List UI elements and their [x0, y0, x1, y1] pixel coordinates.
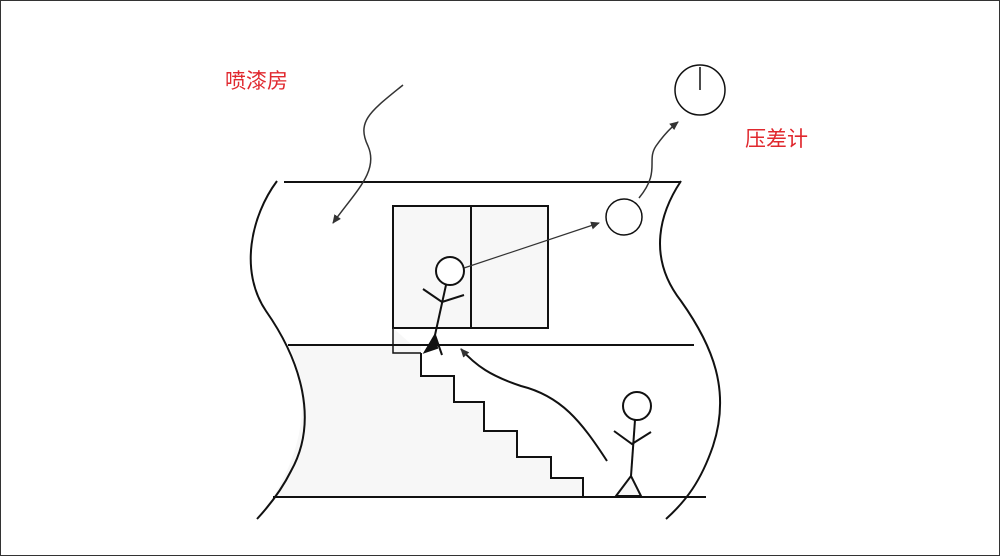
sensor-link-arrow	[463, 221, 600, 269]
lower-floor-fill	[273, 345, 583, 497]
window-sill	[392, 328, 421, 354]
person-on-ground	[613, 391, 652, 497]
pressure-gauge-label: 压差计	[745, 127, 808, 151]
person-in-booth	[422, 256, 465, 356]
right-wall	[659, 180, 722, 520]
staircase	[420, 353, 584, 497]
spray-room-arrow	[332, 84, 404, 224]
climb-arrow	[460, 348, 608, 462]
left-wall	[249, 180, 306, 520]
pressure-sensor-circle	[605, 198, 643, 236]
pressure-gauge-dial-icon	[674, 64, 726, 116]
gauge-arrow	[638, 121, 679, 199]
spray-room-label: 喷漆房	[225, 69, 288, 93]
